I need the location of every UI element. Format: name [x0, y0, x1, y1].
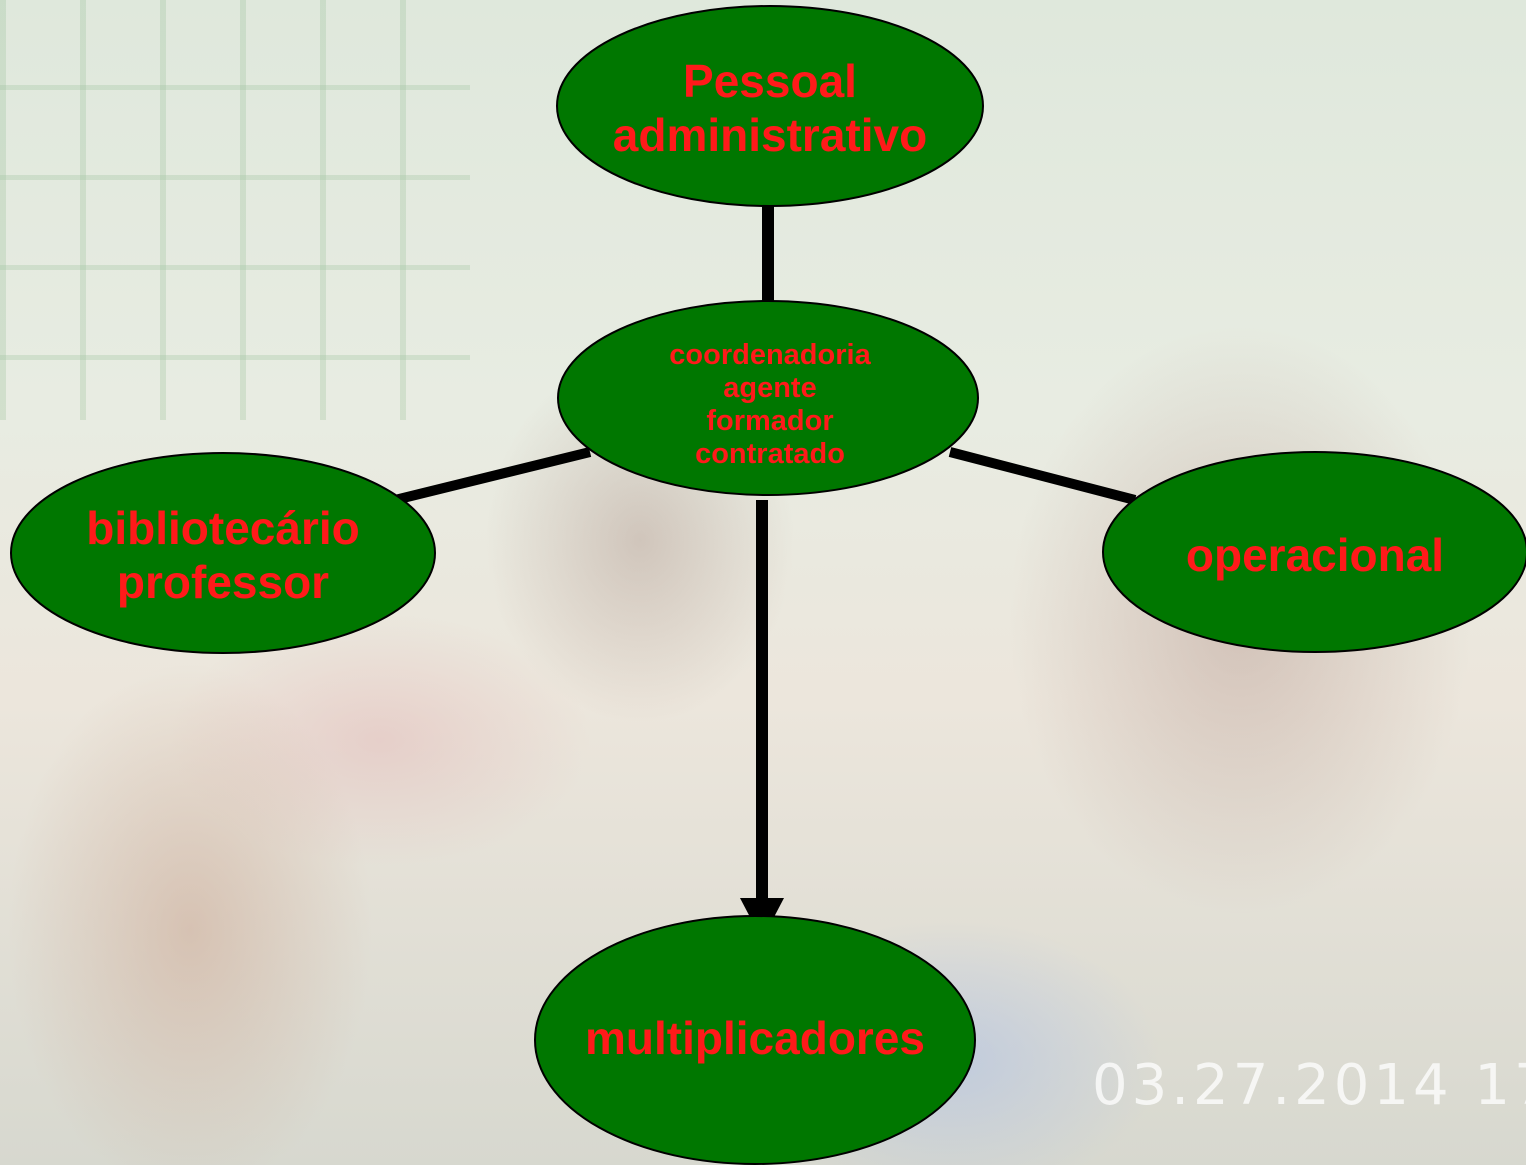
window-frame: [0, 0, 470, 420]
connector-right: [948, 447, 1137, 505]
node-top-line1: Pessoal: [683, 54, 857, 107]
node-center-shape: [557, 300, 979, 496]
node-bottom-shape: [534, 915, 976, 1165]
node-top-shape: [556, 5, 984, 207]
node-left-line1: bibliotecário: [86, 502, 360, 554]
photo-date-stamp: 03.27.2014 17: [1092, 1053, 1526, 1118]
node-bottom-line1: multiplicadores: [585, 1011, 925, 1064]
node-right-label: operacional: [1120, 520, 1510, 590]
node-center-label: coordenadoria agente formador contratado: [580, 320, 960, 490]
node-top-label: Pessoal administrativo: [570, 45, 970, 170]
node-center-line3: formador: [706, 405, 834, 437]
node-right-line1: operacional: [1185, 529, 1445, 581]
node-bottom-label: multiplicadores: [540, 1000, 970, 1075]
node-top-line2: administrativo: [612, 108, 928, 161]
node-left-line2: professor: [116, 556, 330, 608]
node-left-label: bibliotecário professor: [30, 495, 416, 615]
node-center-line4: contratado: [695, 438, 845, 470]
node-right-shape: [1102, 451, 1526, 653]
node-center-line1: coordenadoria: [669, 339, 871, 371]
connector-left: [393, 447, 592, 505]
node-left-shape: [10, 452, 436, 654]
node-center-line2: agente: [723, 372, 817, 404]
